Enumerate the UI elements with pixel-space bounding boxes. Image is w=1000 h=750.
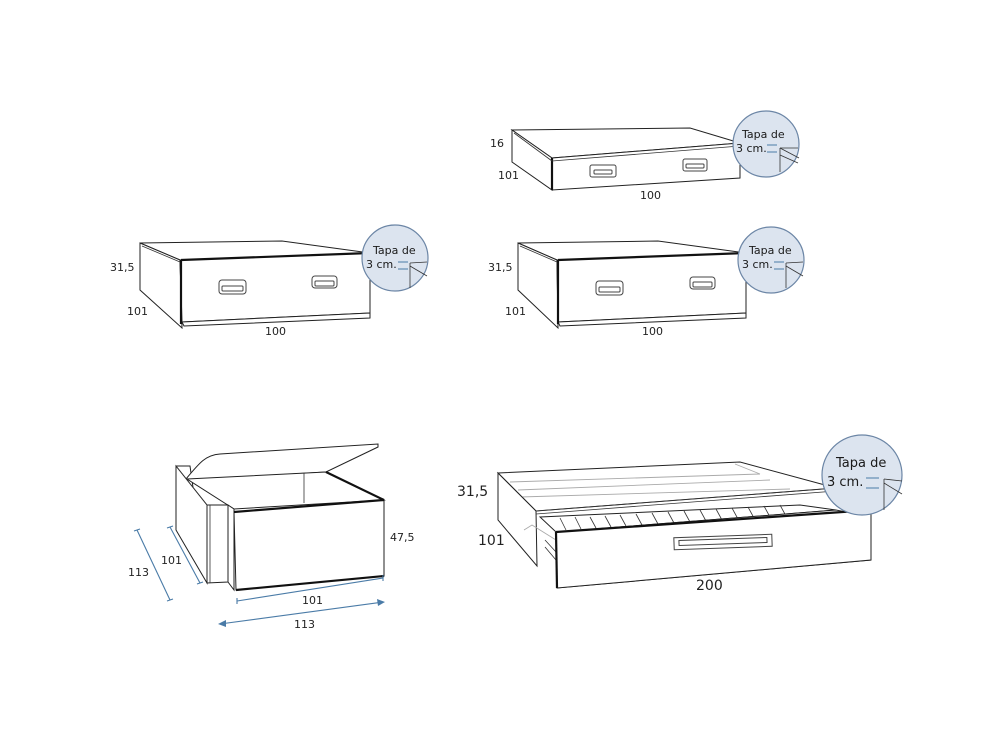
outer-width-label: 113 (294, 618, 315, 631)
width-label: 100 (642, 325, 663, 338)
side-face (139, 242, 183, 330)
figure-drawer-16: 16 101 100 Tapa de 3 cm. (490, 110, 800, 202)
height-label: 16 (490, 137, 504, 150)
front-face (233, 499, 385, 591)
dimension-line (136, 529, 171, 601)
svg-text:3 cm.: 3 cm. (742, 258, 773, 271)
height-label: 31,5 (457, 484, 488, 500)
dimension-line (219, 601, 384, 625)
width-label: 100 (640, 189, 661, 202)
callout-lid-thickness: Tapa de 3 cm. (737, 226, 805, 294)
depth-label: 101 (127, 305, 148, 318)
height-label: 31,5 (110, 261, 135, 274)
figure-storage-base: 101 113 47,5 101 113 (128, 443, 415, 631)
depth-label: 101 (505, 305, 526, 318)
figure-trundle-bed: 31,5 101 200 Tapa de 3 cm. (457, 434, 903, 594)
dimension-line (169, 526, 201, 584)
svg-text:Tapa de: Tapa de (748, 244, 792, 257)
depth-label: 101 (478, 533, 505, 549)
slats (559, 504, 787, 531)
front-face (556, 252, 747, 323)
callout-lid-thickness: Tapa de 3 cm. (361, 224, 429, 292)
svg-text:3 cm.: 3 cm. (736, 142, 767, 155)
svg-text:3 cm.: 3 cm. (827, 475, 863, 490)
figure-drawer-31-left: 31,5 101 100 Tapa de 3 cm. (110, 224, 429, 338)
svg-text:Tapa de: Tapa de (741, 128, 785, 141)
width-label: 100 (265, 325, 286, 338)
inner-width-label: 101 (302, 594, 323, 607)
callout-lid-thickness: Tapa de 3 cm. (732, 110, 800, 178)
width-label: 200 (696, 578, 723, 594)
inner-depth-label: 101 (161, 554, 182, 567)
height-label: 47,5 (390, 531, 415, 544)
height-label: 31,5 (488, 261, 513, 274)
figure-drawer-31-right: 31,5 101 100 Tapa de 3 cm. (488, 226, 805, 338)
dimension-line (236, 577, 384, 602)
svg-text:Tapa de: Tapa de (372, 244, 416, 257)
side-face (497, 471, 538, 568)
outer-depth-label: 113 (128, 566, 149, 579)
callout-lid-thickness: Tapa de 3 cm. (821, 434, 903, 516)
side-face (517, 242, 559, 330)
svg-text:3 cm.: 3 cm. (366, 258, 397, 271)
svg-text:Tapa de: Tapa de (835, 456, 886, 471)
lift-lid (185, 443, 379, 481)
depth-label: 101 (498, 169, 519, 182)
front-face (179, 252, 371, 323)
